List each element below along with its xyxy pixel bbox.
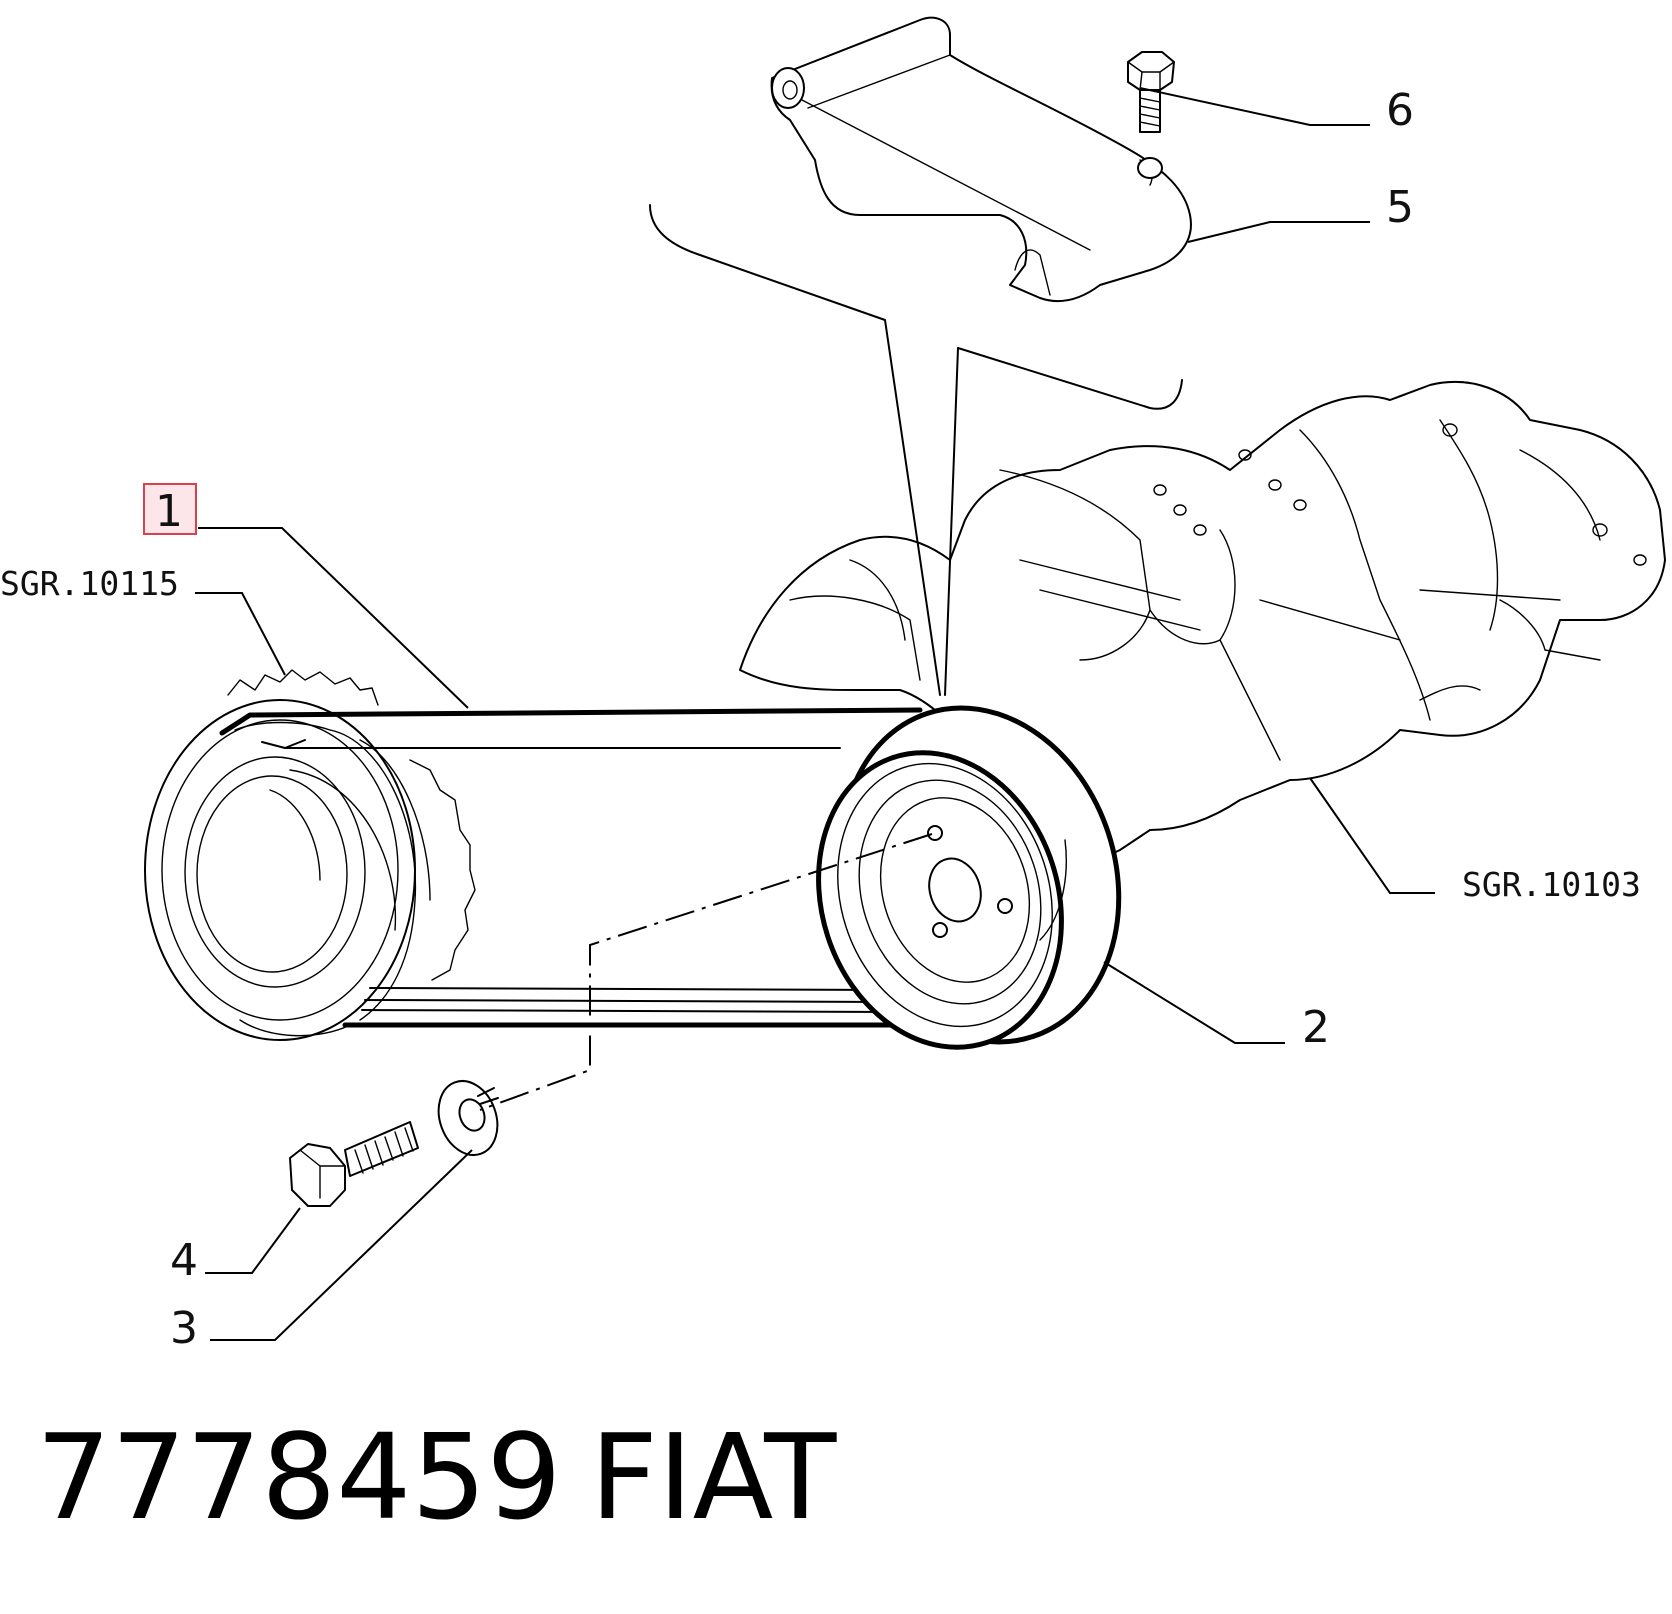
callout-5[interactable]: 5 [1386, 182, 1414, 233]
part-number: 7778459 [36, 1408, 562, 1546]
pulley-illustration [816, 705, 1122, 1050]
reference-left[interactable]: SGR.10115 [0, 564, 179, 603]
brand-name: FIAT [590, 1408, 837, 1546]
crank-pulley-illustration [144, 669, 476, 1041]
assembly-pointer [649, 204, 1183, 696]
callout-1-highlight [143, 483, 197, 535]
drive-belt-illustration [219, 707, 923, 1028]
reference-right[interactable]: SGR.10103 [1462, 865, 1641, 904]
lock-washer-illustration [437, 1080, 499, 1156]
leader-lines [195, 87, 1435, 1341]
callout-1[interactable]: 1 [155, 486, 183, 537]
callout-3[interactable]: 3 [170, 1303, 198, 1354]
bolt-bottom-illustration [289, 1121, 419, 1207]
belt-cover-illustration [770, 16, 1192, 303]
callout-6[interactable]: 6 [1386, 85, 1414, 136]
center-axis-line [479, 833, 933, 1111]
callout-4[interactable]: 4 [170, 1235, 198, 1286]
bolt-top-illustration [1127, 51, 1175, 133]
callout-2[interactable]: 2 [1302, 1002, 1330, 1053]
